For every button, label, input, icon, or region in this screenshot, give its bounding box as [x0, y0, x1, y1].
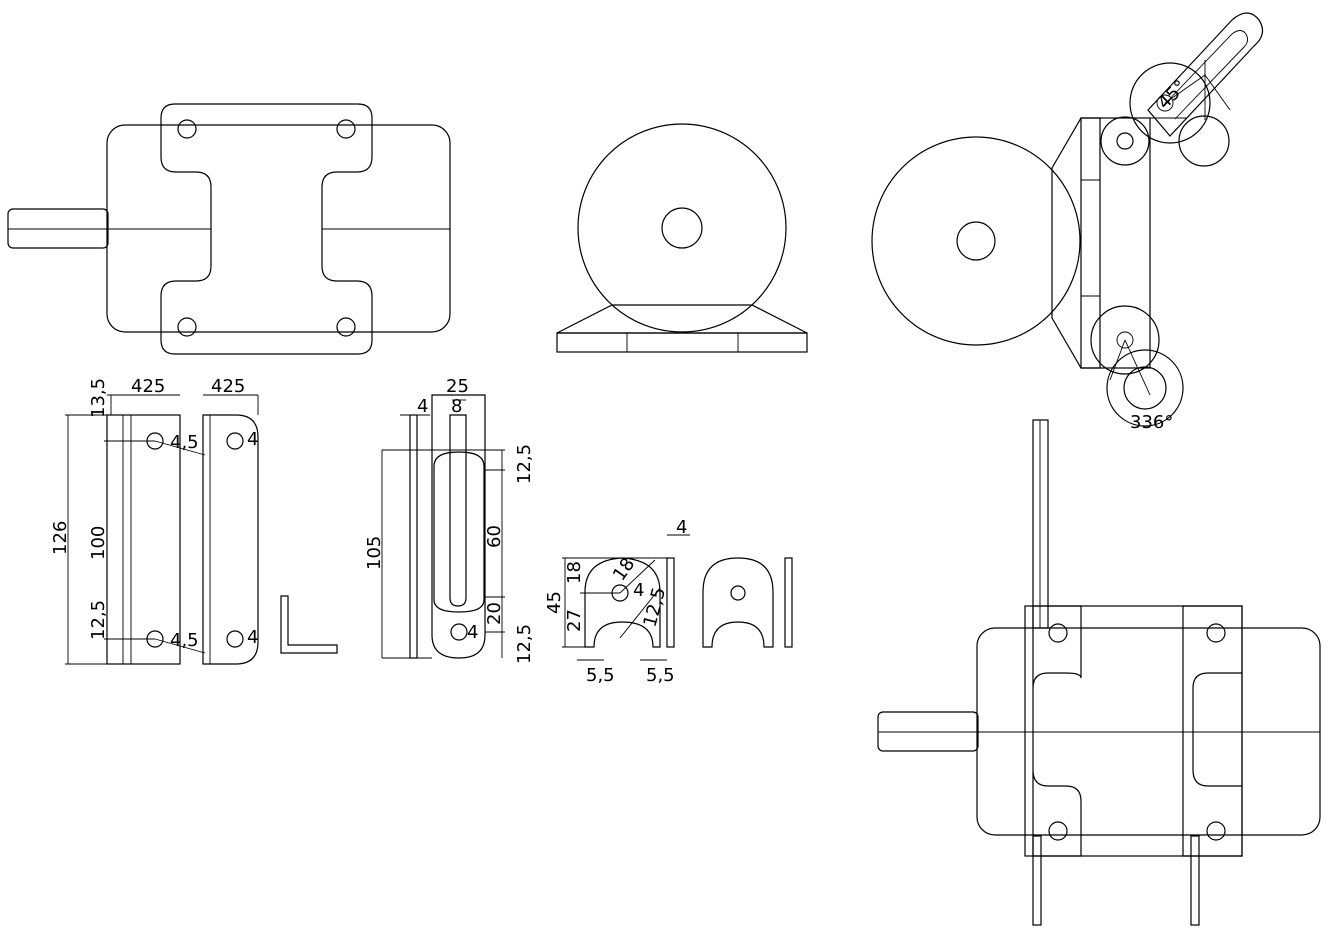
clamp-front-hole — [730, 585, 746, 601]
clamp-left — [584, 557, 661, 648]
dim-bracket-width-2: 425 — [211, 376, 245, 397]
slot-arm-side — [409, 414, 418, 659]
motor-mount-clamp-detail: 4 45 18 27 18 4 12,5 5,5 5,5 — [544, 517, 793, 686]
pulley-hub — [956, 221, 996, 261]
dim-clamp-thickness: 4 — [676, 517, 687, 538]
motor-base-support — [556, 304, 808, 334]
assembly-hole — [1206, 821, 1226, 841]
angle-profile-section — [280, 595, 338, 654]
dim-arm-slot-width: 8 — [451, 396, 462, 417]
clamp-front-side — [784, 557, 793, 648]
motor-base — [556, 332, 808, 353]
dim-clamp-hole: 4 — [633, 580, 644, 601]
bracket-frame — [1080, 117, 1151, 369]
upper-pivot-hole — [1116, 132, 1134, 150]
upper-roller — [1129, 62, 1211, 144]
assembly-body — [976, 627, 1321, 836]
assembly-hole — [1206, 623, 1226, 643]
upper-roller-2 — [1178, 115, 1230, 167]
dim-clamp-height-total: 45 — [544, 591, 565, 614]
dim-bracket-top-margin: 13,5 — [88, 378, 109, 418]
dim-bracket-bottom-margin: 12,5 — [88, 600, 109, 640]
pulley-large — [871, 136, 1081, 346]
dim-clamp-right-margin: 5,5 — [646, 665, 675, 686]
motor-front-view — [556, 123, 808, 353]
mount-hole — [177, 119, 197, 139]
mount-hole — [177, 317, 197, 337]
dim-bracket-hole-lower-right: 4 — [247, 627, 258, 648]
motor-assembly-bottom-view — [877, 419, 1321, 926]
lower-roller — [1106, 349, 1184, 427]
motor-shaft — [7, 208, 109, 249]
upper-slot-arm — [1147, 12, 1264, 137]
motor-mount-plate — [160, 103, 373, 355]
dim-bracket-hole-spacing: 100 — [88, 526, 109, 560]
slotted-arm-detail: 25 4 8 105 12,5 60 20 12,5 4 — [364, 376, 535, 664]
dim-arm-slot-length: 60 — [484, 525, 505, 548]
lower-pivot — [1090, 305, 1160, 375]
dim-clamp-lower: 27 — [564, 609, 585, 632]
dim-arm-bottom-spacing: 20 — [484, 602, 505, 625]
dim-lower-angle: 336° — [1130, 412, 1173, 433]
vertical-bar-top — [1032, 419, 1049, 629]
assembly-hole — [1048, 821, 1068, 841]
dim-clamp-upper: 18 — [564, 561, 585, 584]
slot-arm-hole — [450, 623, 468, 641]
slot-arm-slot — [449, 414, 467, 607]
clamp-side — [666, 557, 675, 648]
dim-arm-top-offset: 12,5 — [514, 444, 535, 484]
angle-profile — [280, 595, 338, 654]
motor-bracket-assembly-view — [871, 12, 1264, 427]
assembly-mount-left — [1032, 605, 1082, 857]
side-bracket-plate-detail: 13,5 425 425 126 100 12,5 4,5 4,5 4 4 — [50, 376, 259, 665]
mount-hole — [336, 119, 356, 139]
bracket-plate-right — [202, 414, 259, 665]
slot-arm-body — [431, 394, 486, 659]
assembly-hole — [1048, 623, 1068, 643]
dim-bracket-hole-lower-left: 4,5 — [170, 630, 199, 651]
assembly-frame — [1024, 605, 1243, 857]
upper-pivot — [1100, 116, 1150, 166]
dim-arm-width: 25 — [446, 376, 469, 397]
assembly-shaft — [877, 711, 979, 752]
dim-clamp-left-margin: 5,5 — [586, 665, 615, 686]
shaft-circle — [661, 207, 703, 249]
motor-top-view — [7, 103, 451, 355]
motor-body — [106, 124, 451, 333]
slot-arm-loop — [433, 451, 485, 613]
vertical-bar-bottom-right — [1190, 835, 1200, 926]
dim-bracket-hole-upper-left: 4,5 — [170, 432, 199, 453]
dim-bracket-height-total: 126 — [50, 521, 71, 555]
dim-arm-bottom-offset: 12,5 — [514, 624, 535, 664]
assembly-mount-right — [1182, 605, 1243, 857]
bracket-hole — [226, 432, 244, 450]
dim-arm-thickness: 4 — [417, 396, 428, 417]
dim-arm-length: 105 — [364, 536, 385, 570]
lower-roller-hub — [1123, 366, 1167, 410]
dim-bracket-hole-upper-right: 4 — [247, 429, 258, 450]
dim-arm-hole: 4 — [467, 622, 478, 643]
bracket-hole — [226, 630, 244, 648]
mount-hole — [336, 317, 356, 337]
vertical-bar-bottom-left — [1032, 835, 1042, 926]
clamp-front — [702, 557, 774, 648]
motor-circle — [577, 123, 787, 333]
dim-bracket-width-1: 425 — [131, 376, 165, 397]
